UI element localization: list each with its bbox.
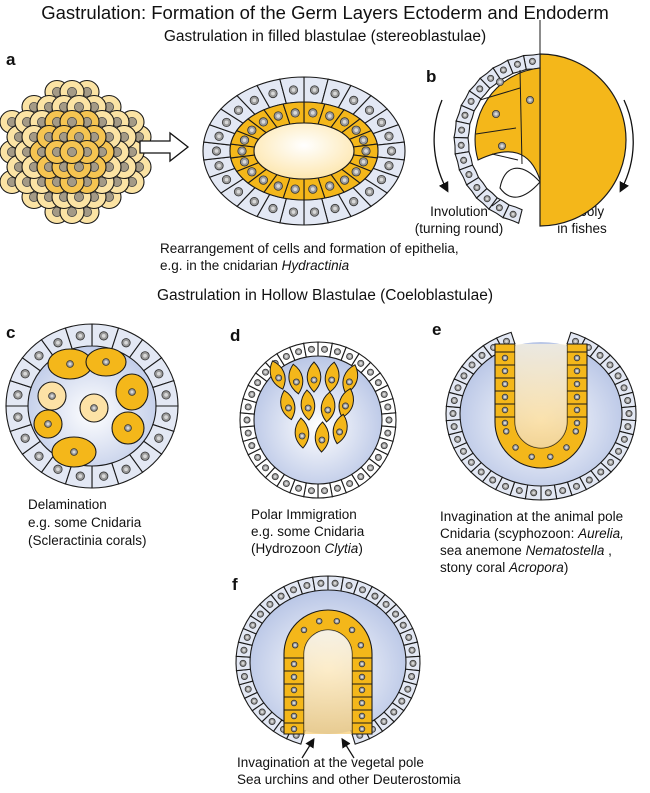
panel-e-caption-line2: Cnidaria (scyphozoon: Aurelia, [440,526,624,541]
nucleus [74,102,85,113]
vegetal-pole-invagination-embryo [235,575,421,759]
immigrating-cell [280,389,296,421]
two-layer-epithelium-oval [202,76,406,226]
invagination-arrow-icon [341,737,355,759]
panel-letter-f: f [232,575,238,594]
immigrating-cell [338,387,354,419]
immigrating-cell [332,413,348,445]
involution-arrow-icon [433,99,449,193]
panel-letter-c: c [6,323,16,342]
panel-d-caption-line3: (Hydrozoon Clytia) [251,541,363,556]
delamination-embryo [5,323,179,489]
panel-letter-e: e [432,320,442,339]
panel-c-caption-line3: (Scleractinia corals) [28,533,147,548]
nucleus [67,176,78,187]
nucleus [74,161,85,172]
involution-epiboly-diagram [433,20,634,227]
panel-e-caption-line4: stony coral Acropora) [440,560,569,575]
panel-letter-b: b [426,67,437,86]
panel-c-caption-line1: Delamination [28,497,107,512]
panel-f-caption-line2: Sea urchins and other Deuterostomia [237,772,461,787]
panel-d-caption-line1: Polar Immigration [251,507,357,522]
immigrating-cell [306,361,322,393]
immigrating-cell [300,389,316,421]
panel-letter-a: a [6,50,16,69]
nucleus [67,117,78,128]
panel-letter-d: d [230,326,241,345]
nucleus [67,146,78,157]
filled-blastula-cell-cluster [0,79,152,225]
panel-d-caption-line2: e.g. some Cnidaria [251,524,365,539]
panel-f-caption-line1: Invagination at the vegetal pole [237,755,424,770]
nucleus [74,131,85,142]
panel-c-caption-line2: e.g. some Cnidaria [28,515,142,530]
invagination-arrow-icon [301,737,315,759]
polar-immigration-embryo [239,341,397,499]
page-title: Gastrulation: Formation of the Germ Laye… [41,2,609,23]
section-title-filled-blastulae: Gastrulation in filled blastulae (stereo… [163,28,487,45]
immigrating-cell [269,360,286,390]
transition-arrow-icon [139,131,190,163]
panel-a-caption-line1: Rearrangement of cells and formation of … [160,241,459,256]
nucleus [67,87,78,98]
nucleus [67,206,78,217]
panel-e-caption-line1: Invagination at the animal pole [440,509,624,524]
immigrating-cell [320,391,336,423]
nucleus [74,191,85,202]
animal-pole-invagination-embryo [445,331,637,501]
immigrating-cell [314,421,330,453]
epiboly-arrow-icon [619,99,634,193]
section-title-hollow-blastulae: Gastrulation in Hollow Blastulae (Coelob… [156,287,493,304]
immigrating-cell [288,363,304,395]
immigrating-cell [294,417,310,449]
panel-a-caption-line2: e.g. in the cnidarian Hydractinia [160,258,350,273]
panel-e-caption-line3: sea anemone Nematostella , [440,543,612,558]
